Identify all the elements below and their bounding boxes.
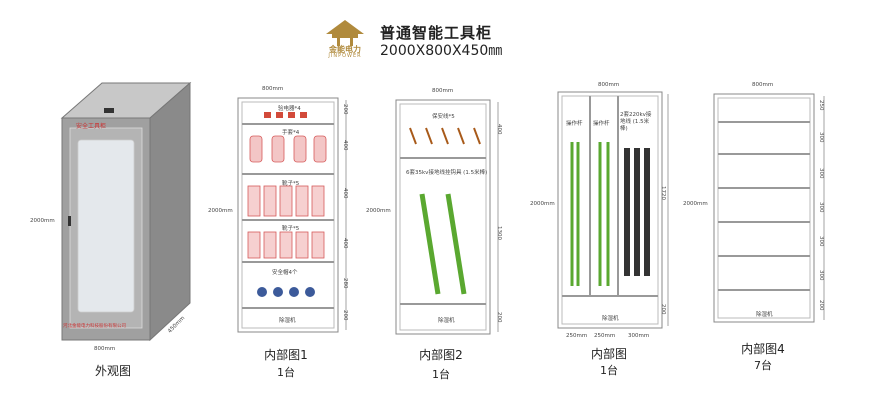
panel1-dim-3: 400: [342, 188, 348, 199]
panel1-item-5: 安全帽4个: [272, 270, 298, 276]
panel2-height-label: 2000mm: [366, 208, 391, 214]
panel2-width-label: 800mm: [432, 88, 454, 94]
panel4-width-label: 800mm: [752, 82, 774, 88]
panel2-item-2: 6套35kv接地线挂钩具 (1.5米棒): [406, 170, 488, 176]
panel4-qty: 7台: [754, 359, 772, 372]
panel3-item-1: 操作杆: [566, 121, 583, 127]
panel1-dehumidifier: 除湿机: [279, 318, 296, 324]
panel3-qty: 1台: [600, 364, 618, 377]
panel3-item-2: 操作杆: [593, 121, 610, 127]
company-logo: [326, 20, 364, 46]
logo-english: JINPOWER: [328, 53, 362, 59]
page-subtitle: 2000X800X450㎜: [380, 43, 503, 59]
panel4-dim-4: 300: [818, 202, 824, 213]
panel2-qty: 1台: [432, 368, 450, 381]
panel1-qty: 1台: [277, 366, 295, 379]
exterior-cabinet: [60, 81, 192, 342]
panel3-dim-2: 200: [660, 304, 666, 315]
panel3-dim-1: 1720: [660, 186, 666, 200]
panel1-dim-6: 200: [342, 310, 348, 321]
panel3-bottom-dim-3: 300mm: [628, 333, 650, 339]
panel2-caption: 内部图2: [419, 348, 463, 362]
panel4-dim-6: 300: [818, 270, 824, 281]
exterior-width-label: 800mm: [94, 346, 116, 352]
panel1-item-4: 靴子*5: [282, 226, 300, 232]
panel1-item-3: 靴子*5: [282, 181, 300, 187]
panel4-dim-5: 300: [818, 236, 824, 247]
panel3-cabinet: [557, 91, 669, 329]
panel4-height-label: 2000mm: [683, 201, 708, 207]
panel3-bottom-dim-1: 250mm: [566, 333, 588, 339]
panel3-dehumidifier: 除湿机: [602, 316, 619, 322]
bottom-sign: 河北金能电力科技股份有限公司: [63, 324, 126, 329]
panel4-dim-1: 250: [818, 100, 824, 111]
panel1-cabinet: [237, 97, 347, 333]
panel3-bottom-dim-2: 250mm: [594, 333, 616, 339]
logo-text: 金能电力: [329, 45, 361, 54]
panel4-caption: 内部图4: [741, 342, 785, 356]
panel4-dim-3: 300: [818, 168, 824, 179]
exterior-caption: 外观图: [94, 364, 131, 378]
panel4-cabinet: [713, 93, 825, 323]
panel1-item-1: 验电器*4: [278, 106, 301, 112]
panel1-item-2: 手套*4: [282, 130, 300, 136]
panel1-caption: 内部图1: [264, 348, 308, 362]
panel2-dim-1: 400: [496, 124, 502, 135]
panel4-dehumidifier: 除湿机: [756, 312, 773, 318]
panel4-dim-7: 200: [818, 300, 824, 311]
panel3-width-label: 800mm: [598, 82, 620, 88]
panel1-dim-4: 400: [342, 238, 348, 249]
panel1-dim-1: 200: [342, 104, 348, 115]
top-sign: 安全工具柜: [76, 123, 107, 130]
panel3-item-3: 2套220kv接地线 (1.5米棒): [620, 112, 652, 132]
panel2-cabinet: [395, 99, 499, 335]
panel2-dim-3: 200: [496, 312, 502, 323]
panel2-item-1: 保安线*5: [432, 114, 455, 120]
page-title: 普通智能工具柜: [380, 24, 493, 42]
panel1-dim-5: 280: [342, 278, 348, 289]
panel3-caption: 内部图: [590, 347, 627, 361]
panel1-dim-2: 400: [342, 140, 348, 151]
panel2-dim-2: 1300: [496, 226, 502, 240]
panel1-width-label: 800mm: [262, 86, 284, 92]
panel4-dim-2: 300: [818, 132, 824, 143]
panel2-dehumidifier: 除湿机: [438, 318, 455, 324]
panel1-height-label: 2000mm: [208, 208, 233, 214]
panel3-height-label: 2000mm: [530, 201, 555, 207]
exterior-height-label: 2000mm: [30, 218, 55, 224]
